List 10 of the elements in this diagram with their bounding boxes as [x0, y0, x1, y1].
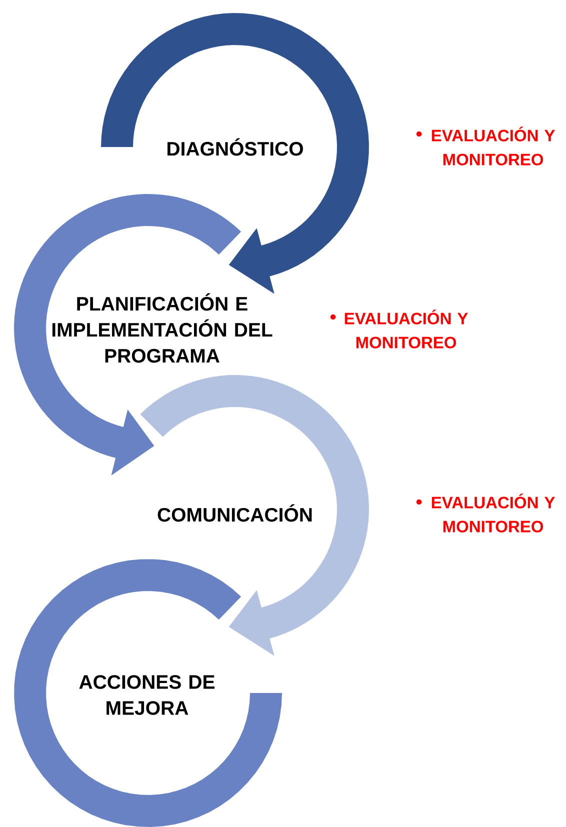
curved-arrow	[14, 194, 242, 476]
step-label: COMUNICACIÓN	[158, 504, 312, 522]
bulleted-note: EVALUACIÓN Y MONITOREO	[330, 310, 468, 348]
step-label: DIAGNÓSTICO	[168, 138, 303, 156]
step-label: PLANIFICACIÓN E IMPLEMENTACIÓN DEL PROGRAMA	[52, 293, 272, 363]
bulleted-note: EVALUACIÓN Y MONITOREO	[416, 126, 555, 166]
ring-label: ACCIONES DE MEJORA	[14, 559, 282, 827]
curved-arrow	[101, 13, 369, 294]
bulleted-note: EVALUACIÓN Y MONITOREO	[416, 494, 555, 532]
curved-arrow	[140, 375, 369, 656]
